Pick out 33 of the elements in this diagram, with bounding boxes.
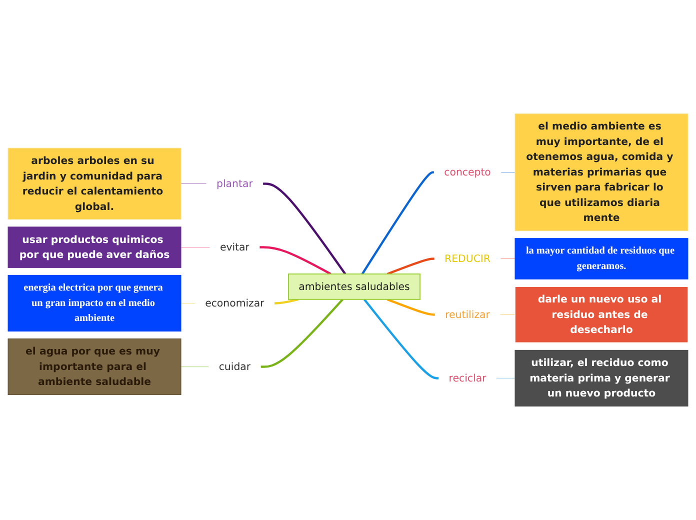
connector [180,183,207,184]
node-box: utilizar, el reciduo como materia prima y generar un nuevo producto [514,350,688,406]
connector [260,246,332,275]
node-text: cuidar [218,360,251,372]
node-text: reciclar [448,372,486,384]
node-text: economizar [205,296,264,309]
node-box: el medio ambiente es muy importante, de el otenemos agua, comida y materias primarias que sirven para fabricar lo que utilizamos diaria mente [514,114,688,232]
node-box: la mayor cantidad de residuos que generamos. [514,238,688,280]
connector [361,171,434,275]
node-text: evitar [220,240,250,254]
connector [263,182,346,275]
connector [363,298,439,380]
node-box: darle un nuevo uso al residuo antes de desecharlo [514,286,688,343]
connector [180,302,196,304]
connector [260,298,344,368]
node-text: concepto [444,166,491,178]
connector [500,258,516,260]
connector [180,366,209,368]
connector [500,172,516,173]
connector [500,314,516,315]
node-text: reutilizar [445,308,490,320]
node-text: REDUCIR [444,252,490,264]
connector [386,258,434,276]
node-box: el agua por que es muy importante para el ambiente saludable [8,338,182,396]
node-box: usar productos quimicos por que puede aver daños [8,226,182,268]
node-box: energia electrica por que genera un gran impacto en el medio ambiente [8,274,182,332]
node-box: ambientes saludables [288,274,420,300]
node-box: arboles arboles en su jardin y comunidad para reducir el calentamiento global. [8,148,182,220]
node-text: plantar [216,177,253,190]
connector [274,298,298,304]
connector [496,378,516,379]
connector [180,246,210,248]
connector [386,298,435,316]
